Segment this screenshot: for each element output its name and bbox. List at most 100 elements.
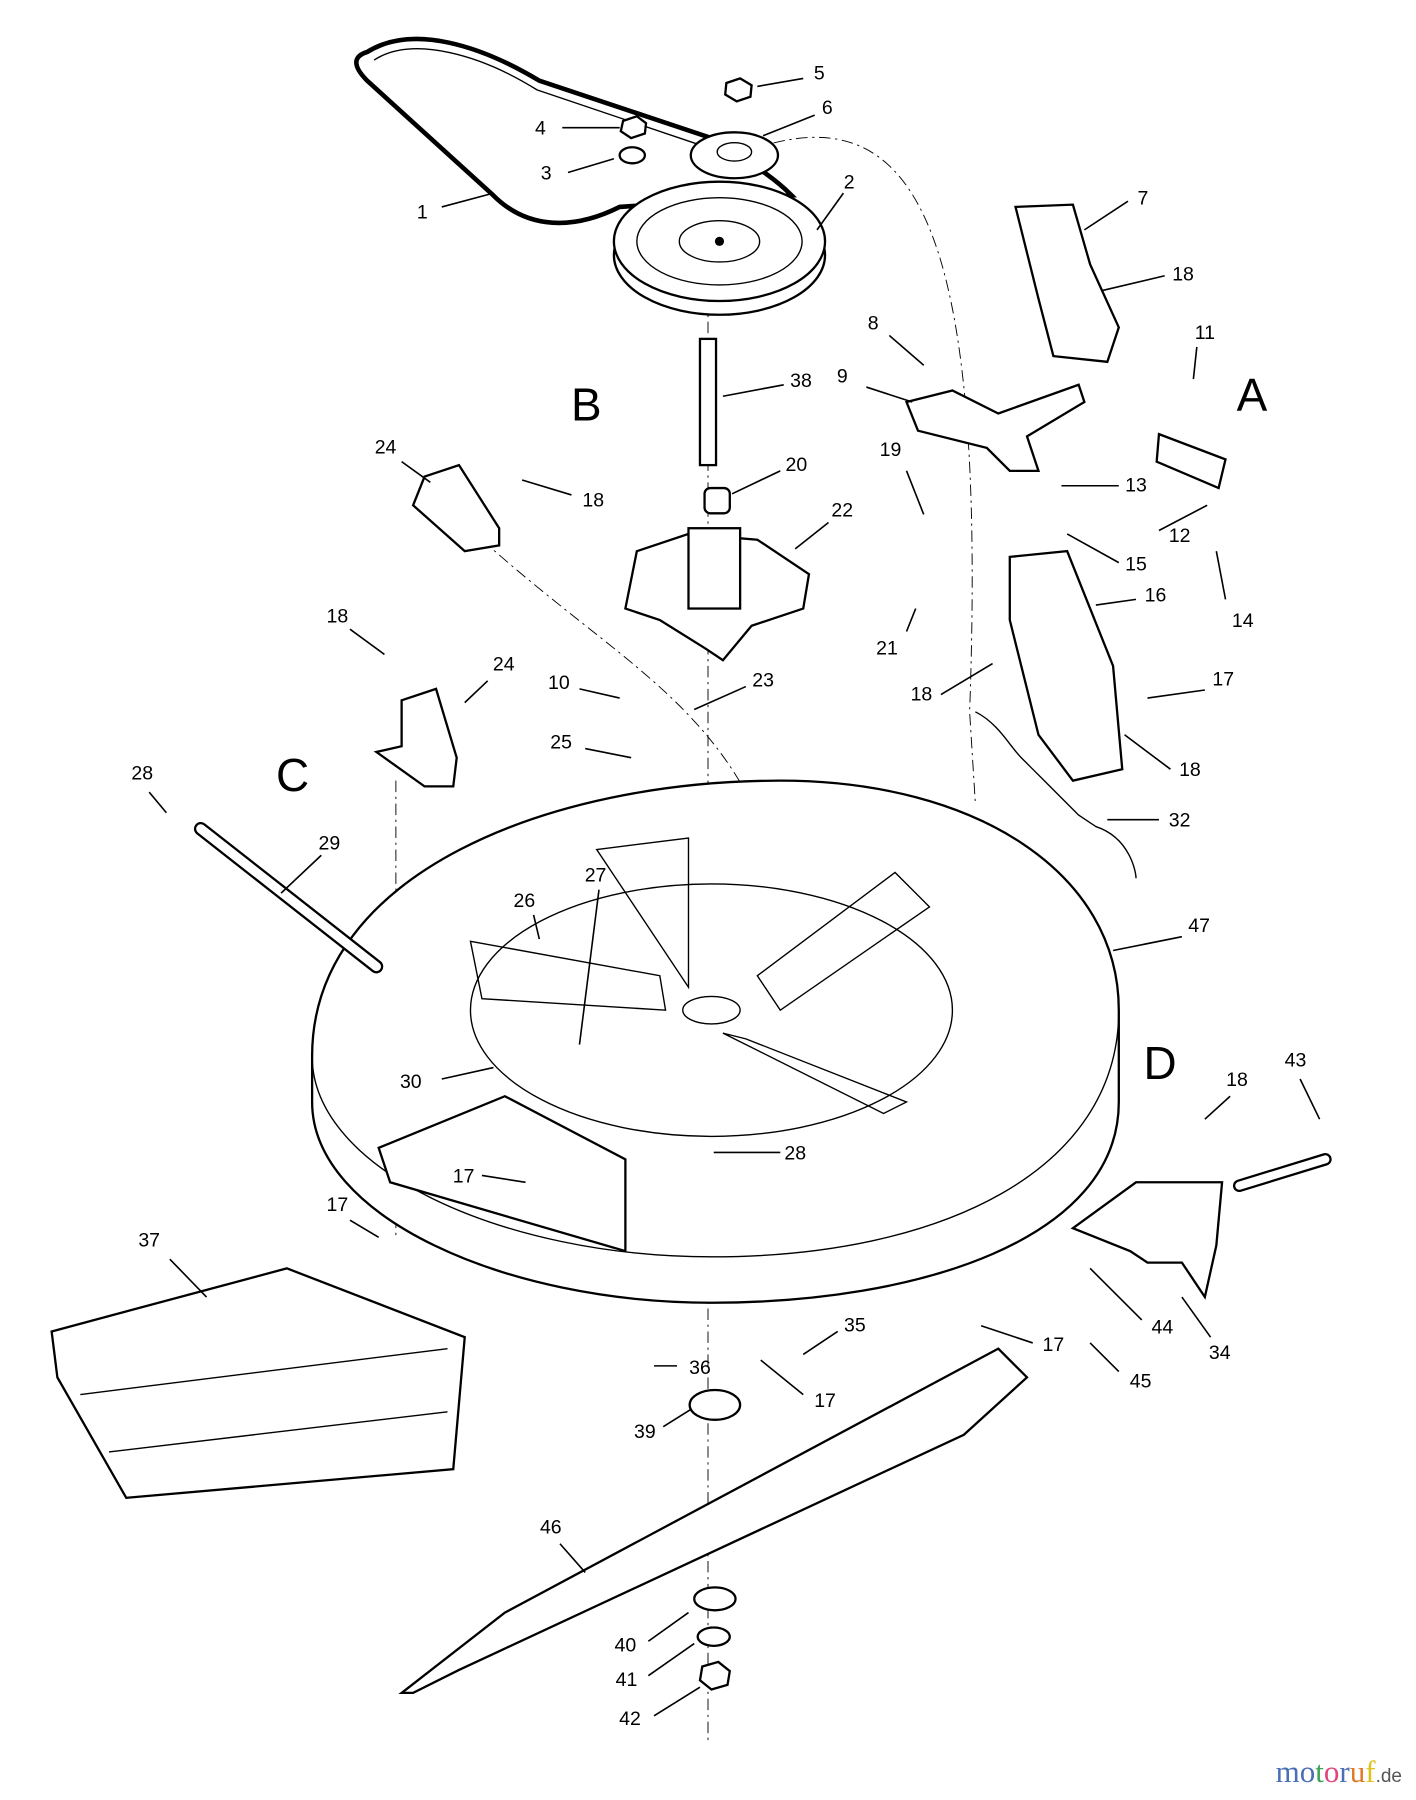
part-callout: 27 [585, 865, 607, 887]
part-callout: 29 [318, 833, 340, 855]
watermark-letter: u [1349, 1754, 1366, 1789]
leader-line [905, 470, 925, 515]
leader-line [1204, 1095, 1231, 1120]
pivot-bracket-c [373, 687, 458, 788]
part-callout: 10 [548, 672, 570, 694]
link-rod [1155, 432, 1227, 490]
leader-line [532, 914, 541, 940]
part-callout: 28 [784, 1142, 806, 1164]
nut [619, 114, 648, 140]
part-callout: 17 [327, 1194, 349, 1216]
leader-line [1112, 935, 1183, 952]
part-callout: 47 [1188, 915, 1210, 937]
part-callout: 42 [619, 1708, 641, 1730]
part-callout: 41 [616, 1669, 638, 1691]
part-callout: 18 [327, 605, 349, 627]
watermark-letter: o [1323, 1754, 1340, 1789]
part-callout: 8 [868, 313, 879, 335]
view-reference-letter: C [276, 749, 309, 801]
leader-line [280, 854, 322, 894]
part-callout: 3 [541, 162, 552, 184]
view-reference-letter: A [1237, 369, 1268, 421]
leader-line [1095, 598, 1137, 606]
part-callout: 14 [1232, 610, 1254, 632]
leader-line [816, 192, 845, 231]
leader-line [760, 1359, 804, 1396]
part-callout: 35 [844, 1314, 866, 1336]
part-callout: 9 [837, 365, 848, 387]
nut [698, 1660, 732, 1691]
pivot-bracket-b [411, 463, 501, 553]
leader-line [1101, 274, 1165, 292]
leader-line [169, 1258, 208, 1298]
leader-line [567, 157, 615, 174]
leader-line [1147, 689, 1205, 699]
nut [723, 77, 753, 103]
idler-pulley [689, 131, 780, 180]
watermark-logo: motoruf.de [1276, 1754, 1402, 1790]
part-callout: 11 [1195, 322, 1215, 344]
leader-line [349, 628, 385, 656]
leader-line [905, 608, 917, 632]
part-callout: 18 [911, 683, 933, 705]
leader-line [1089, 1267, 1143, 1321]
leader-line [441, 192, 494, 208]
part-callout: 24 [493, 654, 515, 676]
part-callout: 40 [615, 1635, 637, 1657]
part-callout: 25 [550, 732, 572, 754]
leader-line [148, 791, 168, 814]
leader-line [1124, 734, 1171, 770]
part-callout: 7 [1137, 188, 1148, 210]
leader-line [1192, 346, 1198, 380]
leader-line [647, 1611, 689, 1642]
part-callout: 2 [844, 172, 855, 194]
deck-hanger-bracket [1008, 549, 1124, 782]
part-callout: 21 [876, 637, 898, 659]
leader-line [1181, 1296, 1212, 1338]
leader-line [940, 662, 993, 696]
watermark-letter: m [1275, 1754, 1300, 1789]
part-callout: 18 [1172, 263, 1194, 285]
part-callout: 37 [138, 1230, 160, 1252]
part-callout: 23 [752, 670, 774, 692]
part-callout: 12 [1169, 525, 1191, 547]
part-callout: 13 [1125, 474, 1147, 496]
washer [693, 1586, 737, 1612]
part-callout: 4 [535, 118, 546, 140]
leader-line [441, 1066, 494, 1080]
part-callout: 30 [400, 1071, 422, 1093]
part-callout: 28 [131, 763, 153, 785]
part-callout: 17 [814, 1390, 836, 1412]
part-callout: 17 [453, 1165, 475, 1187]
leader-line [888, 334, 925, 366]
leader-line [1215, 551, 1227, 600]
drive-belt [354, 36, 797, 226]
watermark-letter: t [1315, 1754, 1324, 1789]
blade-adapter [688, 1388, 742, 1421]
watermark-letter: o [1299, 1754, 1316, 1789]
part-callout: 24 [375, 437, 397, 459]
part-callout: 26 [514, 890, 536, 912]
part-callout: 1 [417, 201, 428, 223]
watermark-suffix: .de [1375, 1766, 1402, 1787]
part-callout: 34 [1209, 1342, 1231, 1364]
mower-deck [310, 779, 1120, 1304]
mandrel-pulley [612, 180, 827, 316]
part-callout: 20 [786, 454, 808, 476]
part-callout: 19 [880, 439, 902, 461]
washer [618, 146, 647, 165]
discharge-chute [50, 1267, 466, 1500]
leader-line [559, 1543, 586, 1573]
part-callout: 15 [1125, 554, 1147, 576]
part-callout: 46 [540, 1516, 562, 1538]
watermark-letter: r [1339, 1754, 1350, 1789]
leader-line [794, 521, 829, 550]
part-callout: 18 [1179, 759, 1201, 781]
leader-line [693, 685, 747, 711]
part-callout: 32 [1169, 810, 1191, 832]
part-callout: 17 [1212, 668, 1234, 690]
leader-line [1158, 504, 1208, 532]
lift-arm [904, 383, 1086, 472]
watermark-letter: f [1365, 1754, 1376, 1789]
leader-line [731, 470, 781, 495]
